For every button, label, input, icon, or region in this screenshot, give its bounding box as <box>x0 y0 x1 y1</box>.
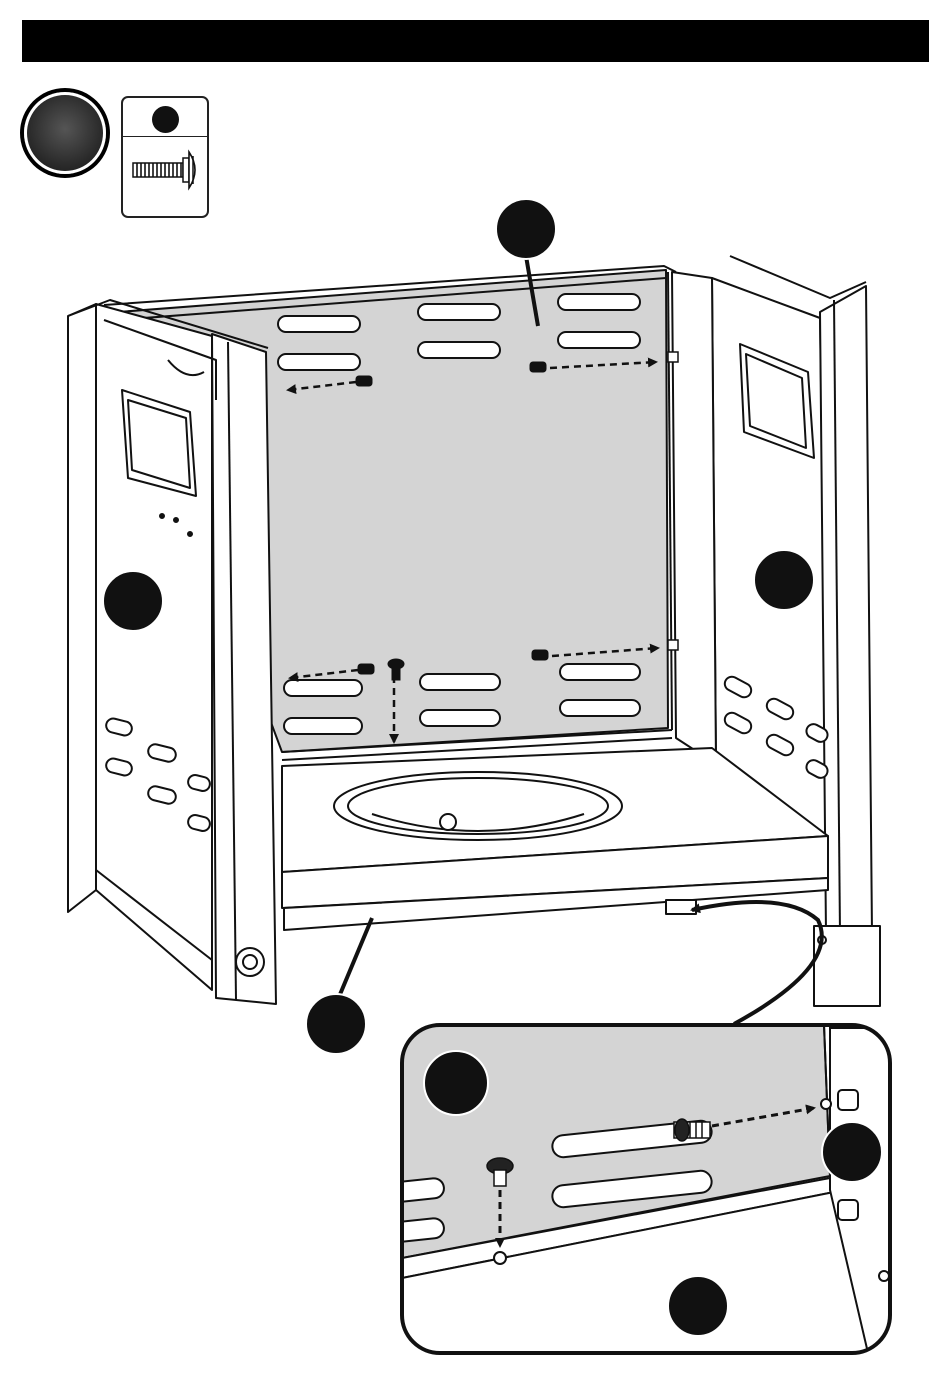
callout-detail-side-panel <box>822 1122 882 1182</box>
callout-bottom-panel <box>306 994 366 1054</box>
callout-right-side-panel <box>754 550 814 610</box>
callout-left-side-panel <box>103 571 163 631</box>
callout-detail-bottom-panel <box>668 1276 728 1336</box>
left-side-panel <box>68 304 96 912</box>
callout-detail-back-panel <box>424 1051 488 1115</box>
callout-back-panel <box>496 199 556 259</box>
